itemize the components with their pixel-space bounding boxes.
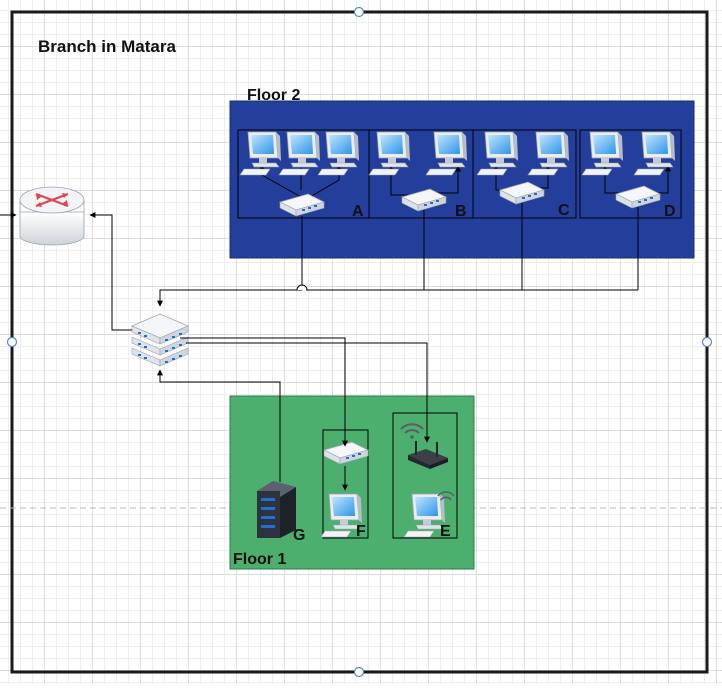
floor2-label: Floor 2 xyxy=(247,87,300,104)
wireless-router-icon[interactable] xyxy=(400,423,448,469)
group-a-letter: A xyxy=(352,203,364,220)
floor2-zone[interactable] xyxy=(229,100,695,259)
resize-handle-bottom[interactable] xyxy=(353,666,365,678)
group-b-letter: B xyxy=(455,203,467,220)
resize-handle-left[interactable] xyxy=(6,336,18,348)
line-hop xyxy=(296,284,308,291)
floor1-zone[interactable] xyxy=(229,395,475,570)
resize-handle-right[interactable] xyxy=(701,336,713,348)
group-c-frame xyxy=(472,129,577,219)
resize-handle-top[interactable] xyxy=(353,6,365,18)
selection-handles xyxy=(6,6,713,678)
group-f-letter: F xyxy=(356,523,366,540)
server-letter: G xyxy=(293,527,305,544)
group-d-letter: D xyxy=(664,203,676,220)
group-e-frame xyxy=(392,412,458,539)
floor1-label: Floor 1 xyxy=(233,551,286,568)
branch-title: Branch in Matara xyxy=(38,37,176,56)
group-c-letter: C xyxy=(558,202,570,219)
backbone-links xyxy=(0,203,639,491)
server-icon[interactable] xyxy=(257,481,296,538)
core-switch-icon[interactable] xyxy=(130,313,190,367)
group-e-letter: E xyxy=(440,523,451,540)
wifi-icon xyxy=(437,491,455,501)
router-icon[interactable] xyxy=(19,186,85,246)
group-d-frame xyxy=(579,129,682,219)
